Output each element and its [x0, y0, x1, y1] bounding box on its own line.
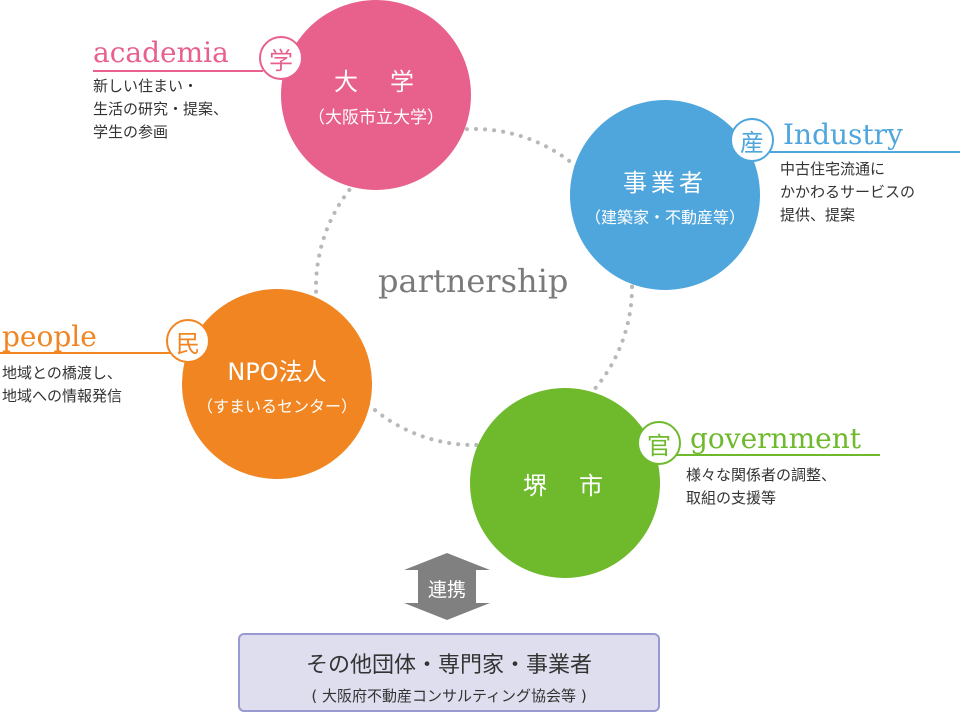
government-desc: 様々な関係者の調整、 取組の支援等 [686, 464, 836, 510]
desc-line: 中古住宅流通に [780, 160, 886, 178]
academia-desc: 新しい住まい・ 生活の研究・提案、 学生の参画 [93, 75, 228, 144]
government-circle: 堺 市 [470, 388, 660, 578]
desc-line: かかわるサービスの [780, 183, 916, 201]
desc-line: 取組の支援等 [686, 489, 777, 507]
people-english: people [2, 320, 97, 353]
people-desc: 地域との橋渡し、 地域への情報発信 [2, 362, 122, 408]
industry-sub: （建築家・不動産等） [584, 207, 745, 227]
government-title: 堺 市 [523, 471, 607, 500]
people-line [0, 352, 170, 354]
desc-line: 学生の参画 [93, 123, 169, 141]
government-badge: 官 [637, 421, 681, 465]
industry-title: 事業者 [623, 168, 707, 197]
others-box: その他団体・専門家・事業者 ( 大阪府不動産コンサルティング協会等 ) [238, 633, 660, 712]
others-sub: ( 大阪府不動産コンサルティング協会等 ) [311, 687, 587, 705]
desc-line: 生活の研究・提案、 [93, 100, 229, 118]
partnership-label: partnership [378, 262, 569, 300]
desc-line: 新しい住まい・ [93, 77, 199, 95]
industry-line [770, 151, 960, 153]
academia-sub: （大阪市立大学） [308, 108, 444, 128]
government-english: government [690, 422, 861, 455]
academia-circle: 大 学 （大阪市立大学） [281, 0, 471, 190]
desc-line: 提供、提案 [780, 206, 856, 224]
academia-title: 大 学 [334, 68, 418, 96]
desc-line: 様々な関係者の調整、 [686, 466, 837, 484]
link-label: 連携 [427, 579, 466, 601]
desc-line: 地域との橋渡し、 [2, 364, 122, 382]
people-badge: 民 [166, 319, 210, 363]
others-title: その他団体・専門家・事業者 [305, 653, 592, 678]
academia-badge: 学 [259, 36, 303, 80]
desc-line: 地域への情報発信 [2, 387, 123, 405]
industry-circle: 事業者 （建築家・不動産等） [570, 100, 760, 290]
industry-desc: 中古住宅流通に かかわるサービスの 提供、提案 [780, 158, 915, 227]
industry-english: Industry [783, 118, 903, 151]
government-line [675, 454, 880, 456]
academia-line [93, 70, 263, 72]
academia-english: academia [93, 36, 229, 69]
people-title: NPO法人 [227, 357, 327, 386]
people-sub: （すまいるセンター） [196, 396, 357, 416]
link-arrow [404, 553, 490, 620]
people-circle: NPO法人 （すまいるセンター） [182, 289, 372, 479]
industry-badge: 産 [730, 118, 774, 162]
